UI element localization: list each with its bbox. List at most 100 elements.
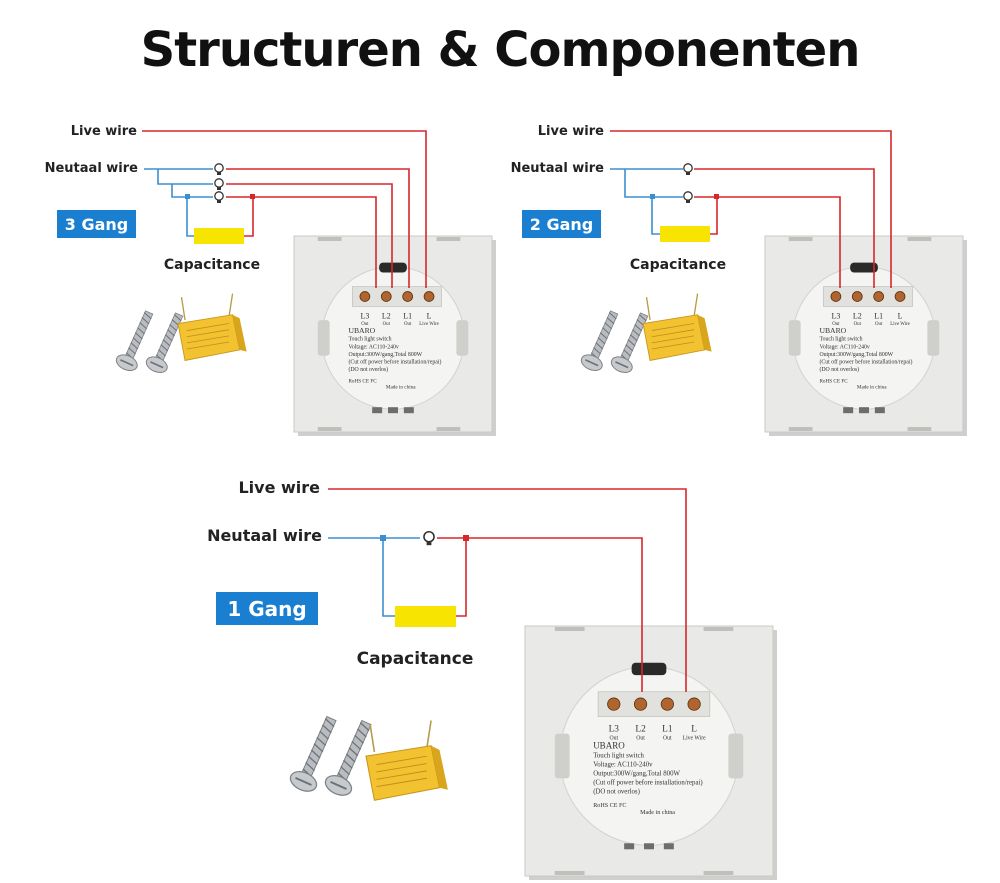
gang-badge-label: 3 Gang (65, 215, 128, 234)
switch-brand: UBARO (819, 326, 846, 335)
capacitor-print (376, 770, 427, 780)
lamp-bulb (423, 530, 435, 543)
screw-thread (319, 730, 329, 740)
capacitance-label: Capacitance (630, 257, 726, 273)
capacitor-print (376, 777, 427, 788)
screw-thread (130, 342, 139, 350)
terminal-sub-label: Out (663, 735, 672, 741)
neutral-junction (185, 194, 190, 199)
terminal-label: L2 (853, 311, 862, 320)
lamp-output-wire (694, 168, 875, 288)
screw-thread (158, 349, 166, 357)
lamp-output-wire (226, 183, 393, 288)
lamp-icon (683, 191, 693, 203)
terminal-screw (687, 697, 701, 711)
terminal-screw (633, 697, 648, 711)
capacitor-body (642, 314, 706, 361)
capacitor-component (365, 720, 448, 801)
screw-thread (345, 753, 356, 763)
terminal-screw (359, 291, 371, 302)
capacitor-symbol (395, 606, 456, 627)
capacitor-lead (693, 293, 699, 317)
capacitor-component (177, 293, 247, 361)
switch-bottom-tab (624, 843, 635, 850)
screw-slot (585, 359, 599, 367)
capacitor-lead (180, 297, 186, 321)
capacitor-lead (645, 297, 651, 321)
terminal-sub-label: Out (609, 735, 618, 741)
terminal-label: L3 (609, 724, 620, 734)
switch-clip (788, 237, 813, 241)
screw-thread (167, 329, 175, 337)
switch-bottom-tab (372, 407, 383, 414)
switch-clip (436, 237, 461, 241)
switch-clip (907, 237, 932, 241)
terminal-sub-label: Out (383, 322, 391, 327)
live-junction (714, 194, 719, 199)
terminal-label: L3 (831, 311, 840, 320)
gang-badge (57, 210, 136, 238)
live-wire-label: Live wire (538, 124, 604, 139)
capacitance-label: Capacitance (164, 257, 260, 273)
terminal-screw (607, 697, 621, 711)
capacitor-symbol (660, 226, 710, 242)
terminal-screw (380, 291, 392, 302)
terminal-sub-label: Out (832, 322, 840, 327)
neutral-wire-label: Neutaal wire (511, 161, 605, 176)
lamp-bulb (214, 163, 224, 173)
lamp-base (426, 541, 432, 546)
live-wire (328, 488, 687, 692)
terminal-sub-label: Out (854, 322, 862, 327)
screw-thread (141, 317, 150, 325)
capacitor-side (232, 314, 247, 352)
switch-voltage: Voltage: AC110-240v (348, 344, 398, 350)
gang-badge (216, 592, 318, 625)
lamp-base (217, 172, 221, 175)
switch-output: Output:300W/gang,Total 800W (819, 352, 893, 358)
screw-icon (324, 719, 372, 796)
neutral-wire (157, 169, 213, 185)
terminal-label: L2 (382, 311, 391, 320)
terminal-screw (660, 697, 674, 711)
screw-thread (128, 347, 136, 355)
switch-origin: Made in china (640, 810, 675, 816)
terminal-screw (873, 291, 885, 302)
switch-origin: Made in china (857, 385, 887, 391)
switch-product: Touch light switch (819, 337, 862, 343)
switch-product: Touch light switch (593, 753, 644, 760)
capacitor-print (186, 341, 230, 350)
capacitor-wire (456, 538, 467, 617)
switch-marks: RoHS CE FC (348, 379, 377, 385)
switch-notice: (DO not overlos) (819, 366, 859, 373)
page-title: Structuren & Componenten (140, 22, 861, 78)
switch-bottom-tab (874, 407, 885, 414)
switch-clip (317, 427, 342, 431)
switch-clip (703, 871, 734, 875)
capacitor-side (697, 314, 712, 352)
switch-clip (907, 427, 932, 431)
screw-thread (160, 344, 169, 352)
neutral-junction (650, 194, 655, 199)
screw-thread (625, 344, 634, 352)
terminal-label: L (898, 311, 903, 320)
screw-thread (308, 755, 318, 765)
lamp-output-wire (226, 196, 377, 288)
screw-icon (580, 310, 619, 372)
capacitor-print (651, 341, 695, 350)
lamp-icon (214, 163, 224, 175)
capacitor-print (651, 329, 695, 338)
screw-thread (629, 334, 638, 342)
terminal-screw (830, 291, 842, 302)
switch-warning: (Cut off power before installation/repai… (819, 359, 912, 366)
gang-badge (522, 210, 601, 238)
switch-notice: (DO not overlos) (348, 366, 388, 373)
capacitor-symbol (194, 228, 244, 244)
neutral-wire-label: Neutaal wire (45, 161, 139, 176)
lamp-output-wire (437, 537, 643, 692)
switch-slot (379, 262, 407, 273)
capacitor-print (651, 323, 695, 331)
